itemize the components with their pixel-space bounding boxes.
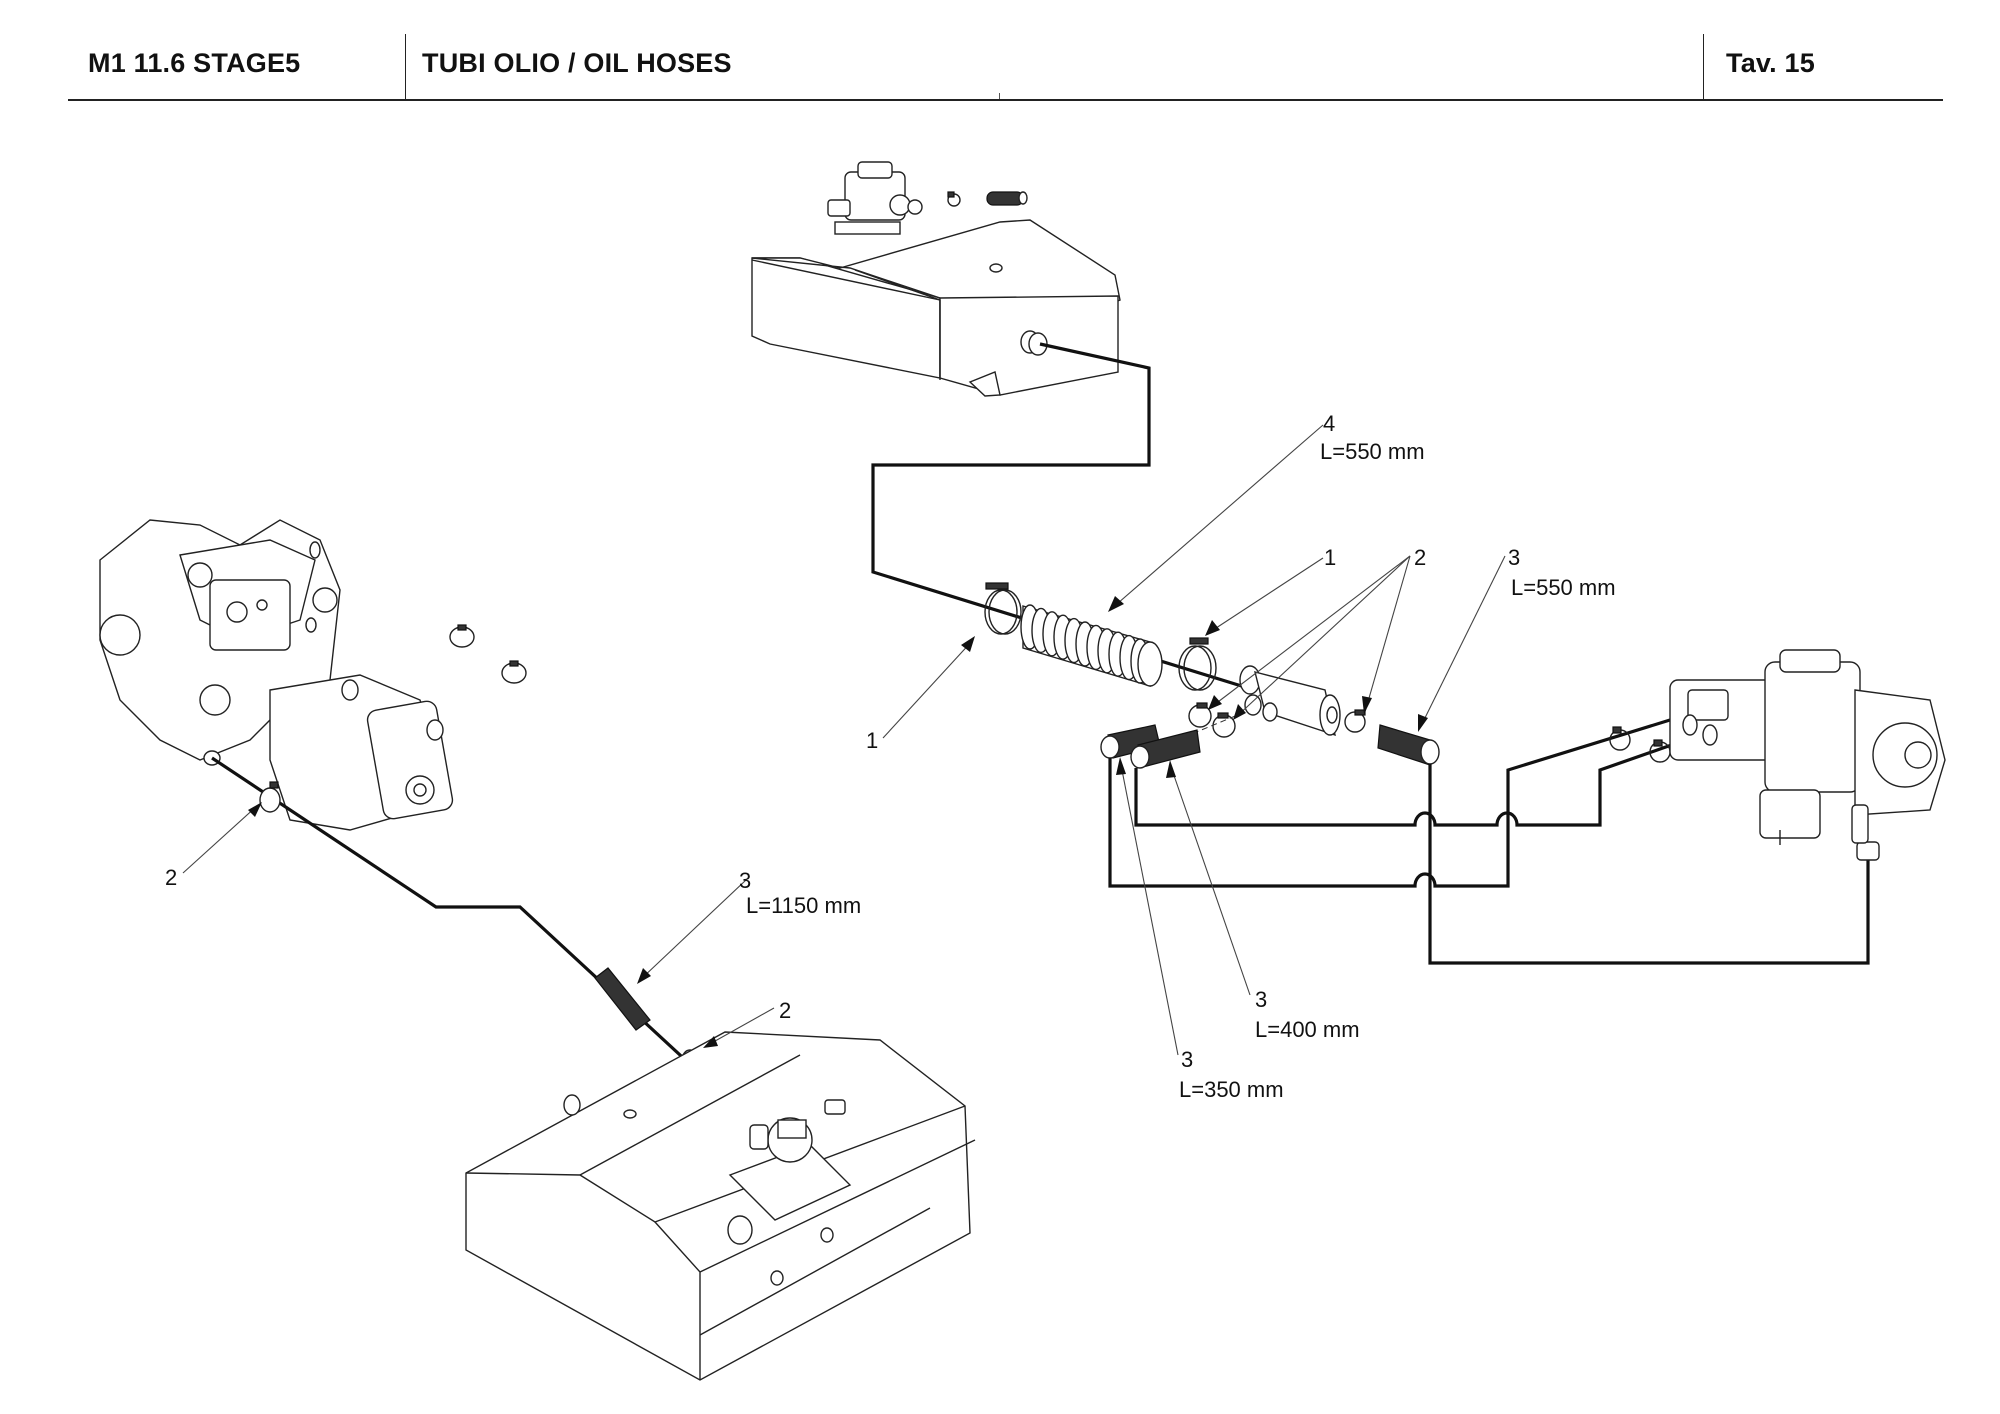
title-divider-right bbox=[1703, 34, 1704, 100]
callout-c3-400: 3 L=400 mm bbox=[1255, 987, 1360, 1042]
callout-item-number: 2 bbox=[779, 998, 791, 1023]
leader-c3-400 bbox=[1166, 760, 1251, 996]
coil-hose-1150 bbox=[594, 967, 651, 1031]
upper-oil-tank bbox=[751, 161, 1121, 397]
loose-clamp-left-1 bbox=[449, 624, 475, 648]
upper-filter-assembly bbox=[827, 161, 923, 235]
callout-c4: 4 L=550 mm bbox=[1320, 411, 1425, 464]
callout-length: L=350 mm bbox=[1179, 1077, 1284, 1102]
hose-clamp-small-1 bbox=[1188, 702, 1212, 728]
table-number: Tav. 15 bbox=[1726, 48, 1815, 78]
leader-c2-tank bbox=[703, 1007, 775, 1048]
right-pipe-network bbox=[1108, 718, 1870, 965]
callout-item-number: 3 bbox=[1255, 987, 1267, 1012]
clamp-pump-drain bbox=[1856, 841, 1880, 861]
callout-c1-right: 1 bbox=[1324, 545, 1336, 570]
oil-filter-manifold bbox=[1239, 665, 1341, 737]
hose-clamp-large-left bbox=[984, 582, 1022, 635]
callout-item-number: 1 bbox=[1324, 545, 1336, 570]
callout-item-number: 4 bbox=[1323, 411, 1335, 436]
clamp-pump-outlet bbox=[259, 781, 281, 813]
callout-c1-left: 1 bbox=[866, 728, 878, 753]
callout-item-number: 1 bbox=[866, 728, 878, 753]
callout-c2-center: 2 bbox=[1414, 545, 1426, 570]
clamp-pump-inlet-1 bbox=[1609, 726, 1631, 751]
lower-oil-tank bbox=[465, 1031, 976, 1381]
callout-item-number: 2 bbox=[165, 865, 177, 890]
callout-length: L=400 mm bbox=[1255, 1017, 1360, 1042]
callout-length: L=550 mm bbox=[1320, 439, 1425, 464]
leader-c1-right bbox=[1205, 557, 1324, 636]
upper-pipe bbox=[871, 342, 1249, 690]
title-block: M1 11.6 STAGE5 TUBI OLIO / OIL HOSES Tav… bbox=[0, 0, 2000, 102]
leader-c3-550 bbox=[1418, 555, 1506, 732]
callout-c2-tank: 2 bbox=[779, 998, 791, 1023]
loose-hose-upper bbox=[986, 191, 1028, 206]
coil-hose-400 bbox=[1130, 729, 1201, 769]
hose-clamp-large-right bbox=[1178, 637, 1217, 691]
callout-c2-pump: 2 bbox=[165, 865, 177, 890]
callout-item-number: 3 bbox=[739, 868, 751, 893]
callout-c3-550: 3 L=550 mm bbox=[1508, 545, 1616, 600]
leader-c1-left bbox=[882, 636, 975, 739]
loose-clamp-upper bbox=[947, 191, 961, 207]
callout-item-number: 2 bbox=[1414, 545, 1426, 570]
hose-clamp-small-2 bbox=[1212, 712, 1236, 738]
leader-c2-center bbox=[1208, 555, 1411, 720]
left-hydraulic-pump bbox=[99, 519, 454, 831]
hose-clamp-small-3 bbox=[1344, 709, 1366, 733]
loose-clamp-left-2 bbox=[501, 660, 527, 684]
model-label: M1 11.6 STAGE5 bbox=[88, 48, 301, 78]
callout-c3-350: 3 L=350 mm bbox=[1179, 1047, 1284, 1102]
callout-item-number: 3 bbox=[1508, 545, 1520, 570]
center-tick bbox=[999, 93, 1000, 99]
callout-length: L=550 mm bbox=[1511, 575, 1616, 600]
callout-c3-1150: 3 L=1150 mm bbox=[739, 868, 861, 918]
corrugated-hose-550 bbox=[1020, 604, 1163, 687]
drawing-title: TUBI OLIO / OIL HOSES bbox=[422, 48, 732, 78]
leader-c4 bbox=[1108, 424, 1324, 612]
coil-hose-550 bbox=[1377, 724, 1440, 766]
right-hydraulic-pump bbox=[1669, 649, 1946, 845]
title-divider-left bbox=[405, 34, 406, 100]
callout-length: L=1150 mm bbox=[746, 893, 861, 918]
callout-item-number: 3 bbox=[1181, 1047, 1193, 1072]
lower-filter-assembly bbox=[728, 1099, 852, 1221]
title-underline bbox=[68, 99, 1943, 101]
leader-c3-350 bbox=[1116, 757, 1179, 1056]
leader-c2-pump bbox=[182, 802, 262, 874]
leader-c3-1150 bbox=[637, 879, 747, 984]
